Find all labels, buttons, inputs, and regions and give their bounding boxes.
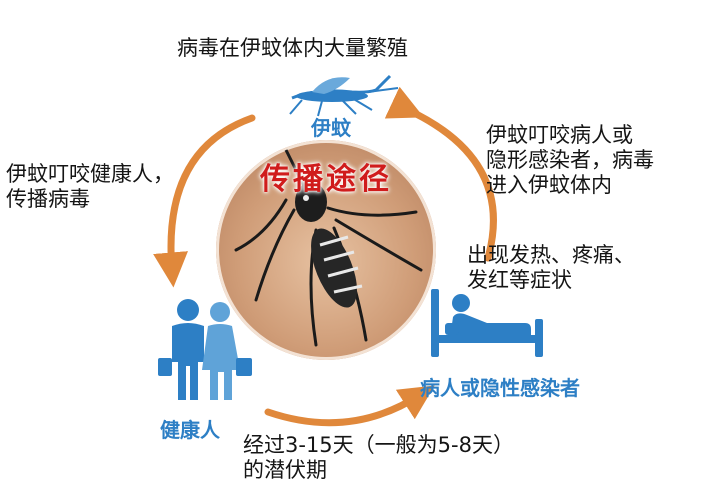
note-bite-patient: 伊蚊叮咬病人或 隐形感染者，病毒 进入伊蚊体内	[486, 123, 654, 197]
center-image: 传播途径	[216, 140, 436, 360]
mosquito-icon	[289, 74, 399, 117]
node-label-mosquito: 伊蚊	[311, 116, 351, 140]
arrow-patient-to-healthy	[264, 385, 435, 427]
node-label-patient: 病人或隐性感染者	[420, 376, 580, 400]
healthy-people-icon	[158, 299, 252, 400]
arrow-healthy-to-mosquito	[153, 114, 256, 288]
center-title: 传播途径	[260, 162, 392, 197]
mosquito-photo-icon	[234, 149, 423, 347]
top-caption: 病毒在伊蚊体内大量繁殖	[177, 36, 408, 60]
patient-in-bed-icon	[431, 289, 543, 357]
note-incubation: 经过3-15天（一般为5-8天） 的潜伏期	[243, 433, 514, 482]
note-bite-healthy: 伊蚊叮咬健康人， 传播病毒	[6, 162, 174, 211]
node-label-healthy: 健康人	[160, 418, 220, 442]
note-symptoms: 出现发热、疼痛、 发红等症状	[467, 243, 635, 292]
arrow-mosquito-to-patient	[384, 86, 497, 262]
